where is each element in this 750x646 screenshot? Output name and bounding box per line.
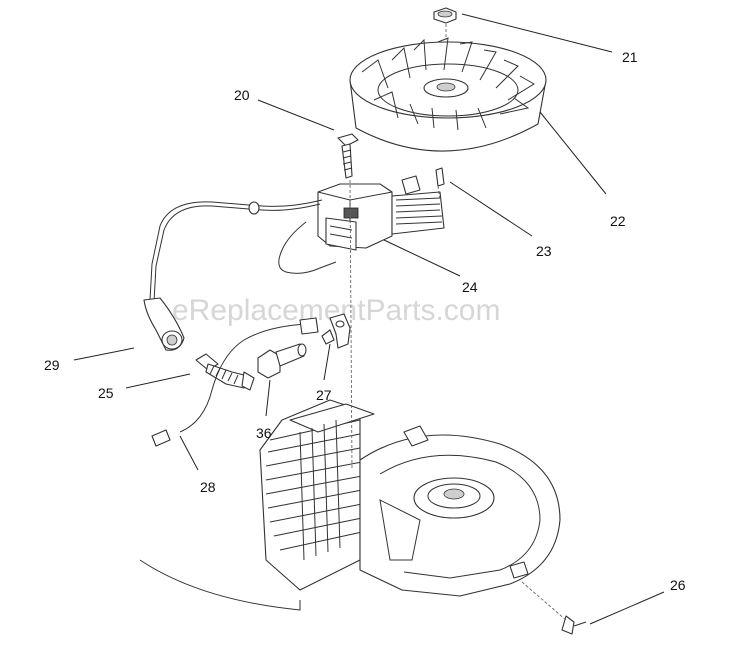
spark-plug-wire-boot bbox=[143, 199, 323, 351]
callout-29: 29 bbox=[44, 357, 60, 373]
engine-housing bbox=[139, 425, 561, 611]
flywheel-key bbox=[435, 167, 445, 187]
callout-36: 36 bbox=[256, 425, 272, 441]
flywheel-nut bbox=[433, 7, 457, 24]
callout-28: 28 bbox=[200, 479, 216, 495]
callout-25: 25 bbox=[98, 385, 114, 401]
callout-26: 26 bbox=[670, 577, 686, 593]
ground-wire-bolt bbox=[257, 343, 307, 379]
ignition-coil-screw bbox=[337, 133, 359, 179]
engine-cylinder bbox=[259, 399, 375, 591]
callout-23: 23 bbox=[536, 243, 552, 259]
ground-terminal-bracket bbox=[321, 313, 351, 349]
ignition-module bbox=[278, 175, 445, 274]
flywheel bbox=[349, 37, 547, 152]
callout-21: 21 bbox=[622, 49, 638, 65]
callout-22: 22 bbox=[610, 213, 626, 229]
callout-27: 27 bbox=[316, 387, 332, 403]
housing-screw bbox=[561, 615, 587, 635]
leader-lines bbox=[73, 13, 665, 625]
callout-24: 24 bbox=[462, 279, 478, 295]
ground-wire bbox=[151, 317, 319, 447]
callout-20: 20 bbox=[234, 87, 250, 103]
